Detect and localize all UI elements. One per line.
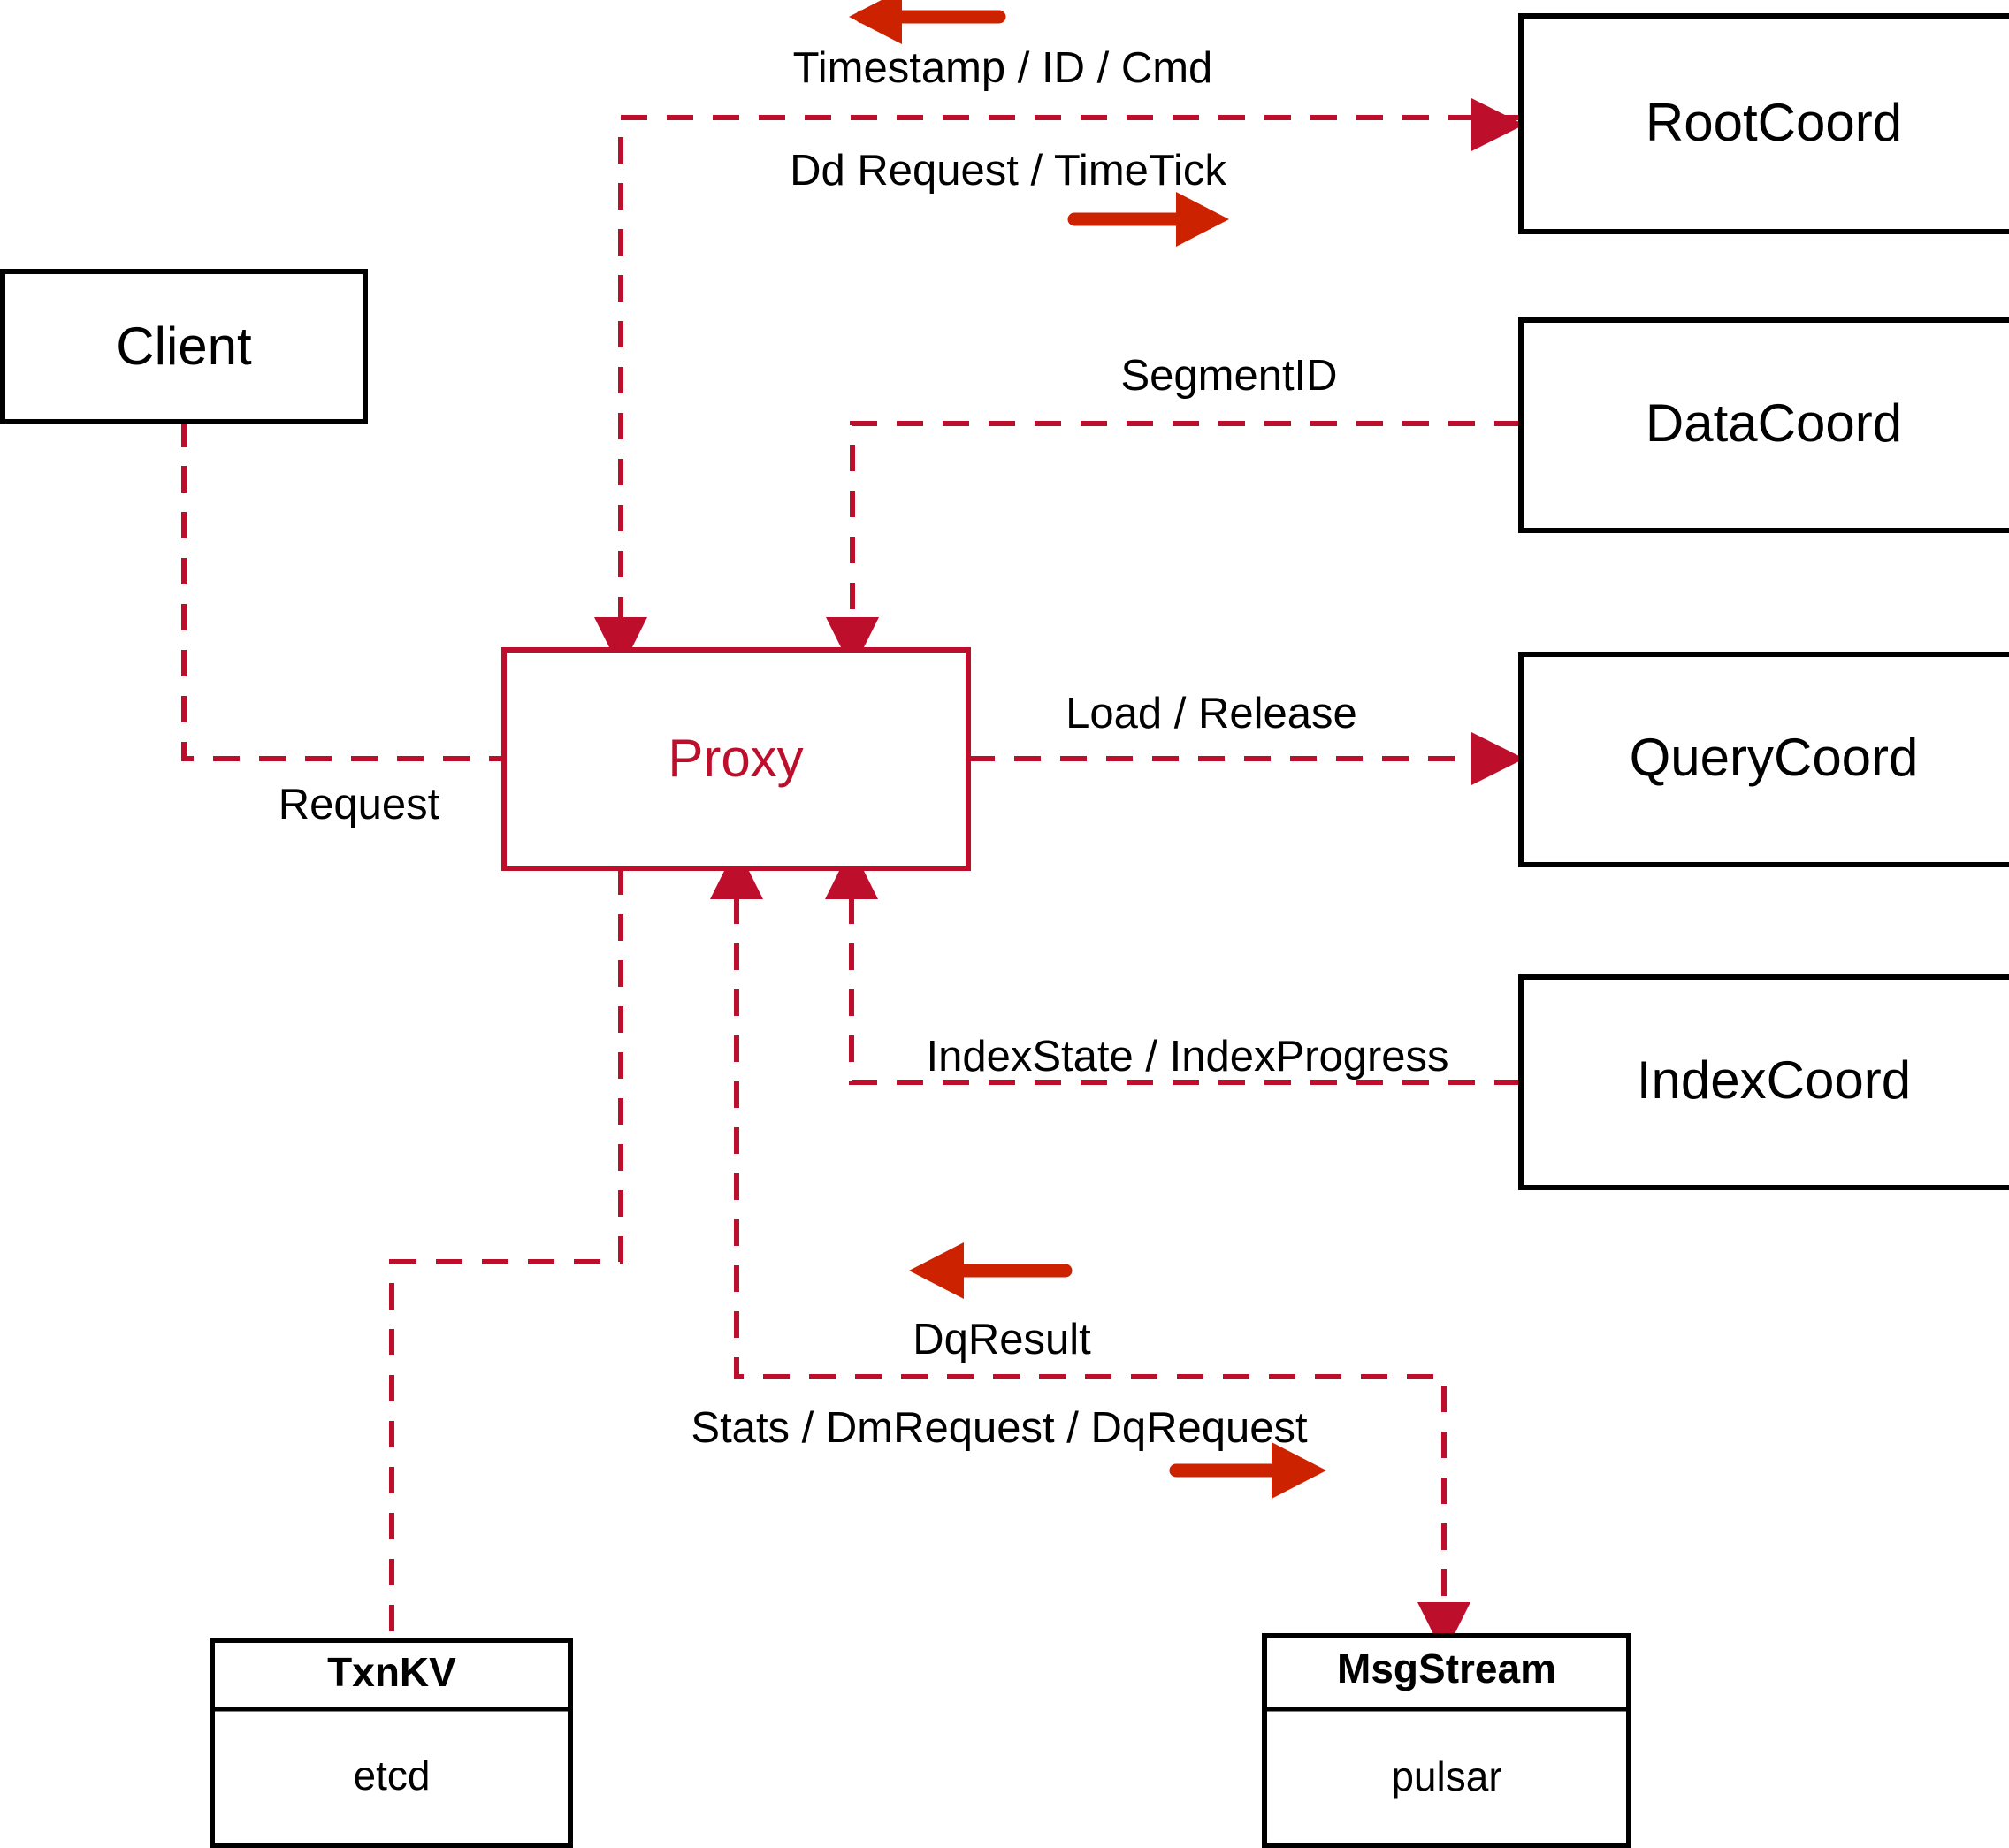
edge-label-load-release: Load / Release <box>1066 690 1357 737</box>
node-msgstream[interactable]: MsgStream pulsar <box>1262 1633 1631 1848</box>
edge-datacoord-segmentid-path <box>850 421 1521 619</box>
node-msgstream-title: MsgStream <box>1337 1646 1556 1691</box>
edge-rootcoord-request-arrowhead <box>1471 98 1524 151</box>
edge-txnkv-link <box>389 868 623 1640</box>
node-root-coord-box[interactable] <box>1518 13 2009 234</box>
node-txnkv-box[interactable] <box>210 1638 573 1848</box>
edge-indexcoord-state-arrowhead <box>825 846 878 899</box>
edge-label-dqresult: DqResult <box>913 1316 1091 1363</box>
node-query-coord[interactable]: QueryCoord <box>1518 652 2009 867</box>
node-proxy[interactable]: Proxy <box>501 647 971 871</box>
edge-indexcoord-state-path <box>849 897 1521 1085</box>
edge-label-dd-request-timetick: Dd Request / TimeTick <box>790 147 1226 195</box>
node-index-coord-label: IndexCoord <box>1637 1050 1911 1110</box>
direction-arrow-timestamp-id-cmd <box>849 0 1006 44</box>
edge-label-timestamp-id-cmd: Timestamp / ID / Cmd <box>793 44 1213 92</box>
edge-label-indexstate-progress: IndexState / IndexProgress <box>926 1033 1448 1081</box>
node-root-coord[interactable]: RootCoord <box>1518 13 2009 234</box>
edge-msgstream-dqrequest-arrowhead <box>1417 1602 1470 1655</box>
node-proxy-label: Proxy <box>668 729 803 788</box>
edge-label-request: Request <box>279 781 440 829</box>
edge-label-segmentid: SegmentID <box>1120 352 1337 400</box>
edge-msgstream-dqresult-arrowhead <box>710 846 763 899</box>
edge-rootcoord-response-arrowhead <box>594 617 647 670</box>
edge-rootcoord-response-path <box>618 115 1521 619</box>
node-root-coord-label: RootCoord <box>1646 93 1902 152</box>
edge-datacoord-segmentid <box>826 421 1521 670</box>
node-query-coord-box[interactable] <box>1518 652 2009 867</box>
node-msgstream-box[interactable] <box>1262 1633 1631 1848</box>
node-data-coord[interactable]: DataCoord <box>1518 317 2009 533</box>
edge-rootcoord-response <box>594 115 1521 670</box>
edge-msgstream-dqresult <box>710 846 1470 1655</box>
node-data-coord-label: DataCoord <box>1646 393 1902 453</box>
node-query-coord-label: QueryCoord <box>1630 728 1919 787</box>
node-txnkv-title: TxnKV <box>327 1649 456 1695</box>
edge-msgstream-dqresult-path <box>734 897 1447 1605</box>
edge-indexcoord-state <box>825 846 1521 1085</box>
edge-querycoord-load-arrowhead <box>1471 732 1524 785</box>
edge-datacoord-segmentid-arrowhead <box>826 617 879 670</box>
node-client-label: Client <box>116 317 252 376</box>
edge-label-stats-dm-dq-request: Stats / DmRequest / DqRequest <box>691 1404 1308 1452</box>
edge-rootcoord-request <box>1471 98 1524 151</box>
node-client[interactable]: Client <box>0 269 368 424</box>
edge-txnkv-link-path <box>389 868 623 1640</box>
node-txnkv-impl: etcd <box>354 1753 431 1798</box>
node-proxy-box[interactable] <box>501 647 971 871</box>
direction-arrow-stats-dmrequest-dqrequest <box>1169 1442 1326 1499</box>
node-index-coord-box[interactable] <box>1518 974 2009 1190</box>
edge-querycoord-load <box>968 732 1524 785</box>
direction-arrow-dd-request-timetick <box>1067 192 1229 247</box>
node-client-box[interactable] <box>0 269 368 424</box>
node-index-coord[interactable]: IndexCoord <box>1518 974 2009 1190</box>
node-txnkv[interactable]: TxnKV etcd <box>210 1638 573 1848</box>
node-msgstream-impl: pulsar <box>1391 1753 1501 1799</box>
direction-arrow-dqresult <box>909 1242 1073 1299</box>
node-data-coord-box[interactable] <box>1518 317 2009 533</box>
